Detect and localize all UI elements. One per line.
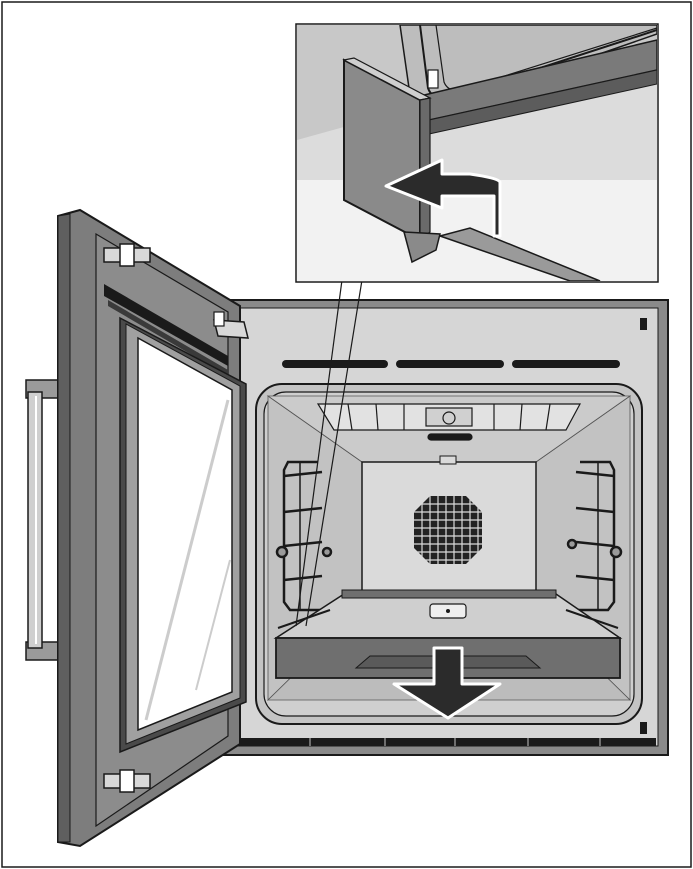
bottom-seal [236, 738, 656, 746]
top-vent-slots [282, 360, 620, 368]
oven-body [221, 299, 669, 756]
grill-element [316, 403, 582, 441]
fan-grille [414, 496, 482, 564]
frame-clip-bottom [640, 722, 647, 734]
door-latch [213, 311, 249, 339]
oven-door [25, 208, 249, 848]
right-side-rails [566, 460, 623, 612]
pull-out-arrow-icon [392, 646, 502, 720]
detail-inset [295, 23, 659, 283]
lift-and-pull-arrow-icon [384, 158, 502, 238]
door-vent-slot [104, 284, 228, 366]
left-side-rails [275, 460, 333, 612]
back-panel-tab [439, 455, 457, 465]
frame-clip-top [640, 318, 647, 330]
door-glass [137, 336, 233, 732]
door-hinges [103, 243, 151, 793]
callout-leader [295, 279, 363, 627]
door-edge [57, 213, 71, 843]
